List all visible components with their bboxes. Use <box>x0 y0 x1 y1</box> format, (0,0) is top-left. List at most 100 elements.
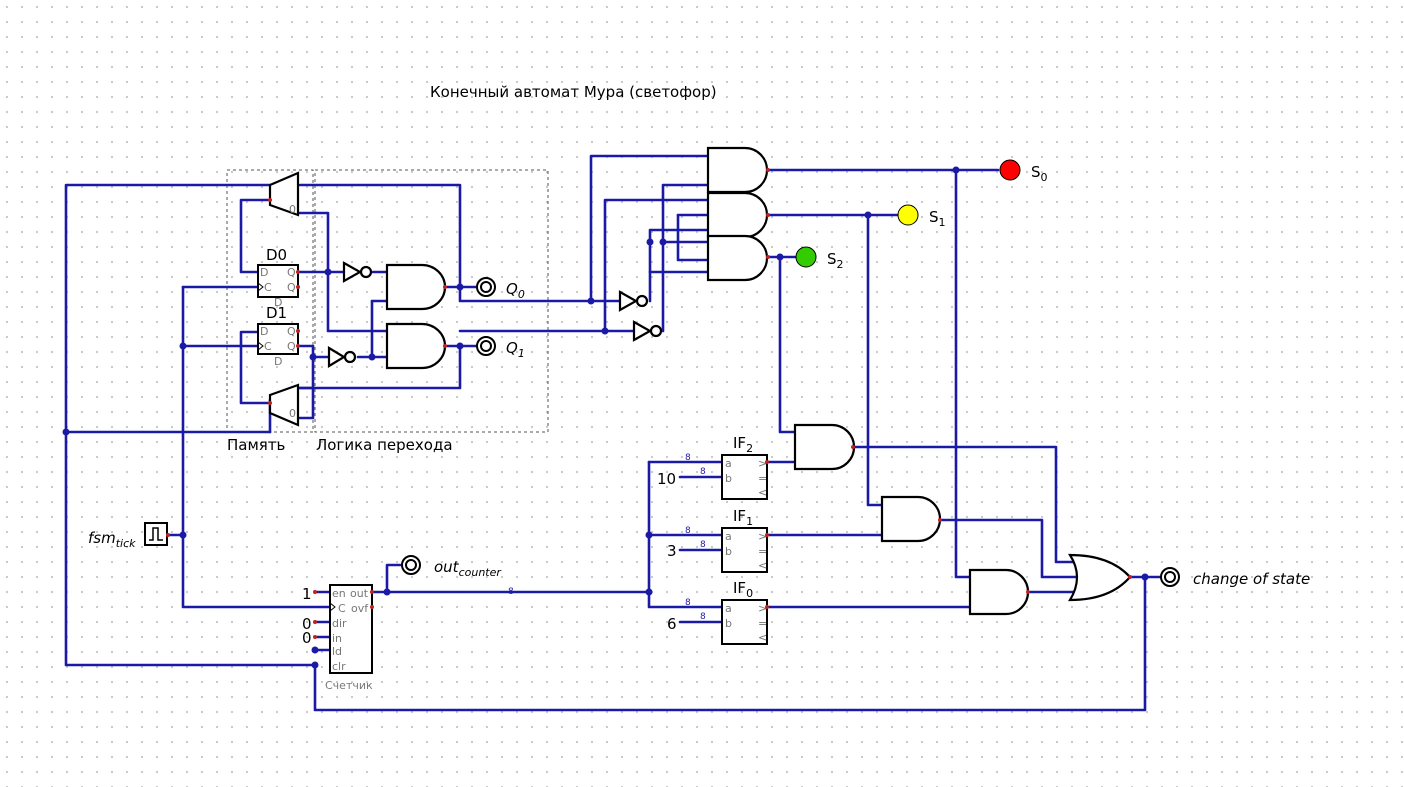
comparator-if0-bus-a: 8 <box>685 598 691 608</box>
svg-text:outcounter: outcounter <box>434 558 502 579</box>
clock-sub: tick <box>116 537 136 550</box>
comparator-if1-bus-a: 8 <box>685 526 691 536</box>
flipflop-d0-pin-qbar: Q <box>287 281 296 294</box>
comparator-if2-sub: 2 <box>746 442 753 455</box>
comparator-if1-pin-eq: = <box>758 545 767 558</box>
lamp-s1-sub: 1 <box>939 216 946 229</box>
and-gate-s2[interactable] <box>706 234 770 282</box>
flipflop-d0-pin-c: C <box>264 281 272 294</box>
comparator-if2-bus-a: 8 <box>685 453 691 463</box>
comparator-if1-pin-gt: > <box>758 530 767 543</box>
output-counter-label: out <box>434 558 460 576</box>
counter-pin-ld: ld <box>332 645 342 658</box>
counter-pin-dir: dir <box>332 617 347 630</box>
comparator-if1-pin-b: b <box>725 545 732 558</box>
svg-text:IF0: IF0 <box>733 579 753 600</box>
lamp-s1-light <box>897 204 919 226</box>
comparator-if0-sub: 0 <box>746 587 753 600</box>
comparator-if1-pin-a: a <box>725 530 732 543</box>
output-q1[interactable]: Q1 <box>476 336 525 360</box>
svg-text:S0: S0 <box>1031 163 1048 184</box>
comparator-if2-pin-b: b <box>725 472 732 485</box>
comparator-if2-pin-eq: = <box>758 472 767 485</box>
svg-text:Q1: Q1 <box>506 339 525 360</box>
counter-pin-ovf: ovf <box>351 602 369 615</box>
clock-label: fsm <box>88 529 116 547</box>
svg-text:S1: S1 <box>929 208 946 229</box>
counter-pin-in: in <box>332 632 342 645</box>
counter-bus-width: 8 <box>508 587 514 597</box>
lamp-s0-light <box>999 159 1021 181</box>
counter-name: Счетчик <box>325 679 373 692</box>
svg-text:S2: S2 <box>827 250 844 271</box>
comparator-if1-pin-lt: < <box>758 559 767 572</box>
counter-pin-out: out <box>350 587 369 600</box>
counter[interactable]: en C dir in ld clr out ovf Счетчик <box>313 584 374 692</box>
or-gate-change[interactable] <box>1067 553 1132 602</box>
output-q0[interactable]: Q0 <box>476 277 525 301</box>
mux-0-select-label: 0 <box>289 203 296 216</box>
comparator-if0-pin-lt: < <box>758 631 767 644</box>
lamp-s0: S0 <box>999 159 1048 184</box>
comparator-if2-pin-a: a <box>725 457 732 470</box>
comparator-if0-pin-b: b <box>725 617 732 630</box>
not-gate-logic-0[interactable] <box>342 261 373 283</box>
comparator-if0-pin-gt: > <box>758 602 767 615</box>
flipflop-d0-pin-d: D <box>260 266 268 279</box>
output-change-of-state[interactable]: change of state <box>1160 567 1310 588</box>
flipflop-d1[interactable]: D1 D Q C Q D <box>257 304 300 368</box>
lamp-s0-label: S <box>1031 163 1041 181</box>
svg-text:IF1: IF1 <box>733 507 753 528</box>
not-gate-decoder-1[interactable] <box>632 320 663 342</box>
comparator-if0-label: IF <box>733 579 746 597</box>
flipflop-d1-pin-q: Q <box>287 325 296 338</box>
and-gate-select-1[interactable] <box>880 495 942 543</box>
mux-1[interactable]: 0 <box>268 383 300 427</box>
and-gate-next-q1[interactable] <box>385 322 447 370</box>
clock-fsm-tick[interactable]: fsmtick <box>88 522 170 550</box>
comparator-if2-bus-b: 8 <box>700 467 706 477</box>
not-gate-decoder-0[interactable] <box>618 290 649 312</box>
flipflop-d1-pin-qbar: Q <box>287 340 296 353</box>
diagram-title: Конечный автомат Мура (светофор) <box>430 83 717 101</box>
memory-region-label: Память <box>227 436 285 454</box>
comparator-if1-sub: 1 <box>746 515 753 528</box>
and-gate-s0[interactable] <box>706 146 770 194</box>
flipflop-d0-pin-d2: D <box>274 296 282 309</box>
flipflop-d1-name: D1 <box>266 304 287 322</box>
mux-1-select-label: 0 <box>289 407 296 420</box>
comparator-if1-constant: 3 <box>667 542 677 560</box>
logic-region <box>314 169 549 433</box>
comparator-if2[interactable]: IF2 a b > = < 10 8 8 <box>657 434 769 500</box>
comparator-if1-bus-b: 8 <box>700 540 706 550</box>
and-gate-next-q0[interactable] <box>385 263 447 311</box>
and-gate-select-2[interactable] <box>793 423 856 471</box>
lamp-s2: S2 <box>795 246 844 271</box>
and-gate-select-0[interactable] <box>968 568 1030 616</box>
comparator-if0[interactable]: IF0 a b > = < 6 8 8 <box>667 579 769 645</box>
comparator-if1[interactable]: IF1 a b > = < 3 8 8 <box>667 507 769 573</box>
comparator-if2-pin-lt: < <box>758 486 767 499</box>
output-q1-sub: 1 <box>518 347 525 360</box>
output-counter[interactable]: outcounter <box>401 555 502 579</box>
counter-dir-value: 0 <box>302 615 312 633</box>
counter-en-value: 1 <box>302 585 312 603</box>
and-gate-s1[interactable] <box>706 191 770 239</box>
not-gate-logic-1[interactable] <box>327 346 357 368</box>
mux-0[interactable]: 0 <box>268 171 300 217</box>
output-counter-sub: counter <box>459 566 503 579</box>
flipflop-d1-pin-c: C <box>264 340 272 353</box>
lamp-s2-label: S <box>827 250 837 268</box>
junctions <box>62 166 1149 669</box>
comparator-if2-pin-gt: > <box>758 457 767 470</box>
comparator-if0-bus-b: 8 <box>700 612 706 622</box>
svg-text:Q0: Q0 <box>506 280 525 301</box>
svg-text:fsmtick: fsmtick <box>88 529 136 550</box>
flipflop-d1-pin-d2: D <box>274 355 282 368</box>
lamp-s2-light <box>795 246 817 268</box>
logic-region-label: Логика перехода <box>316 436 453 454</box>
comparator-if2-constant: 10 <box>657 470 676 488</box>
counter-pin-clr: clr <box>332 660 346 673</box>
flipflop-d0[interactable]: D0 D Q C Q D <box>257 246 300 309</box>
